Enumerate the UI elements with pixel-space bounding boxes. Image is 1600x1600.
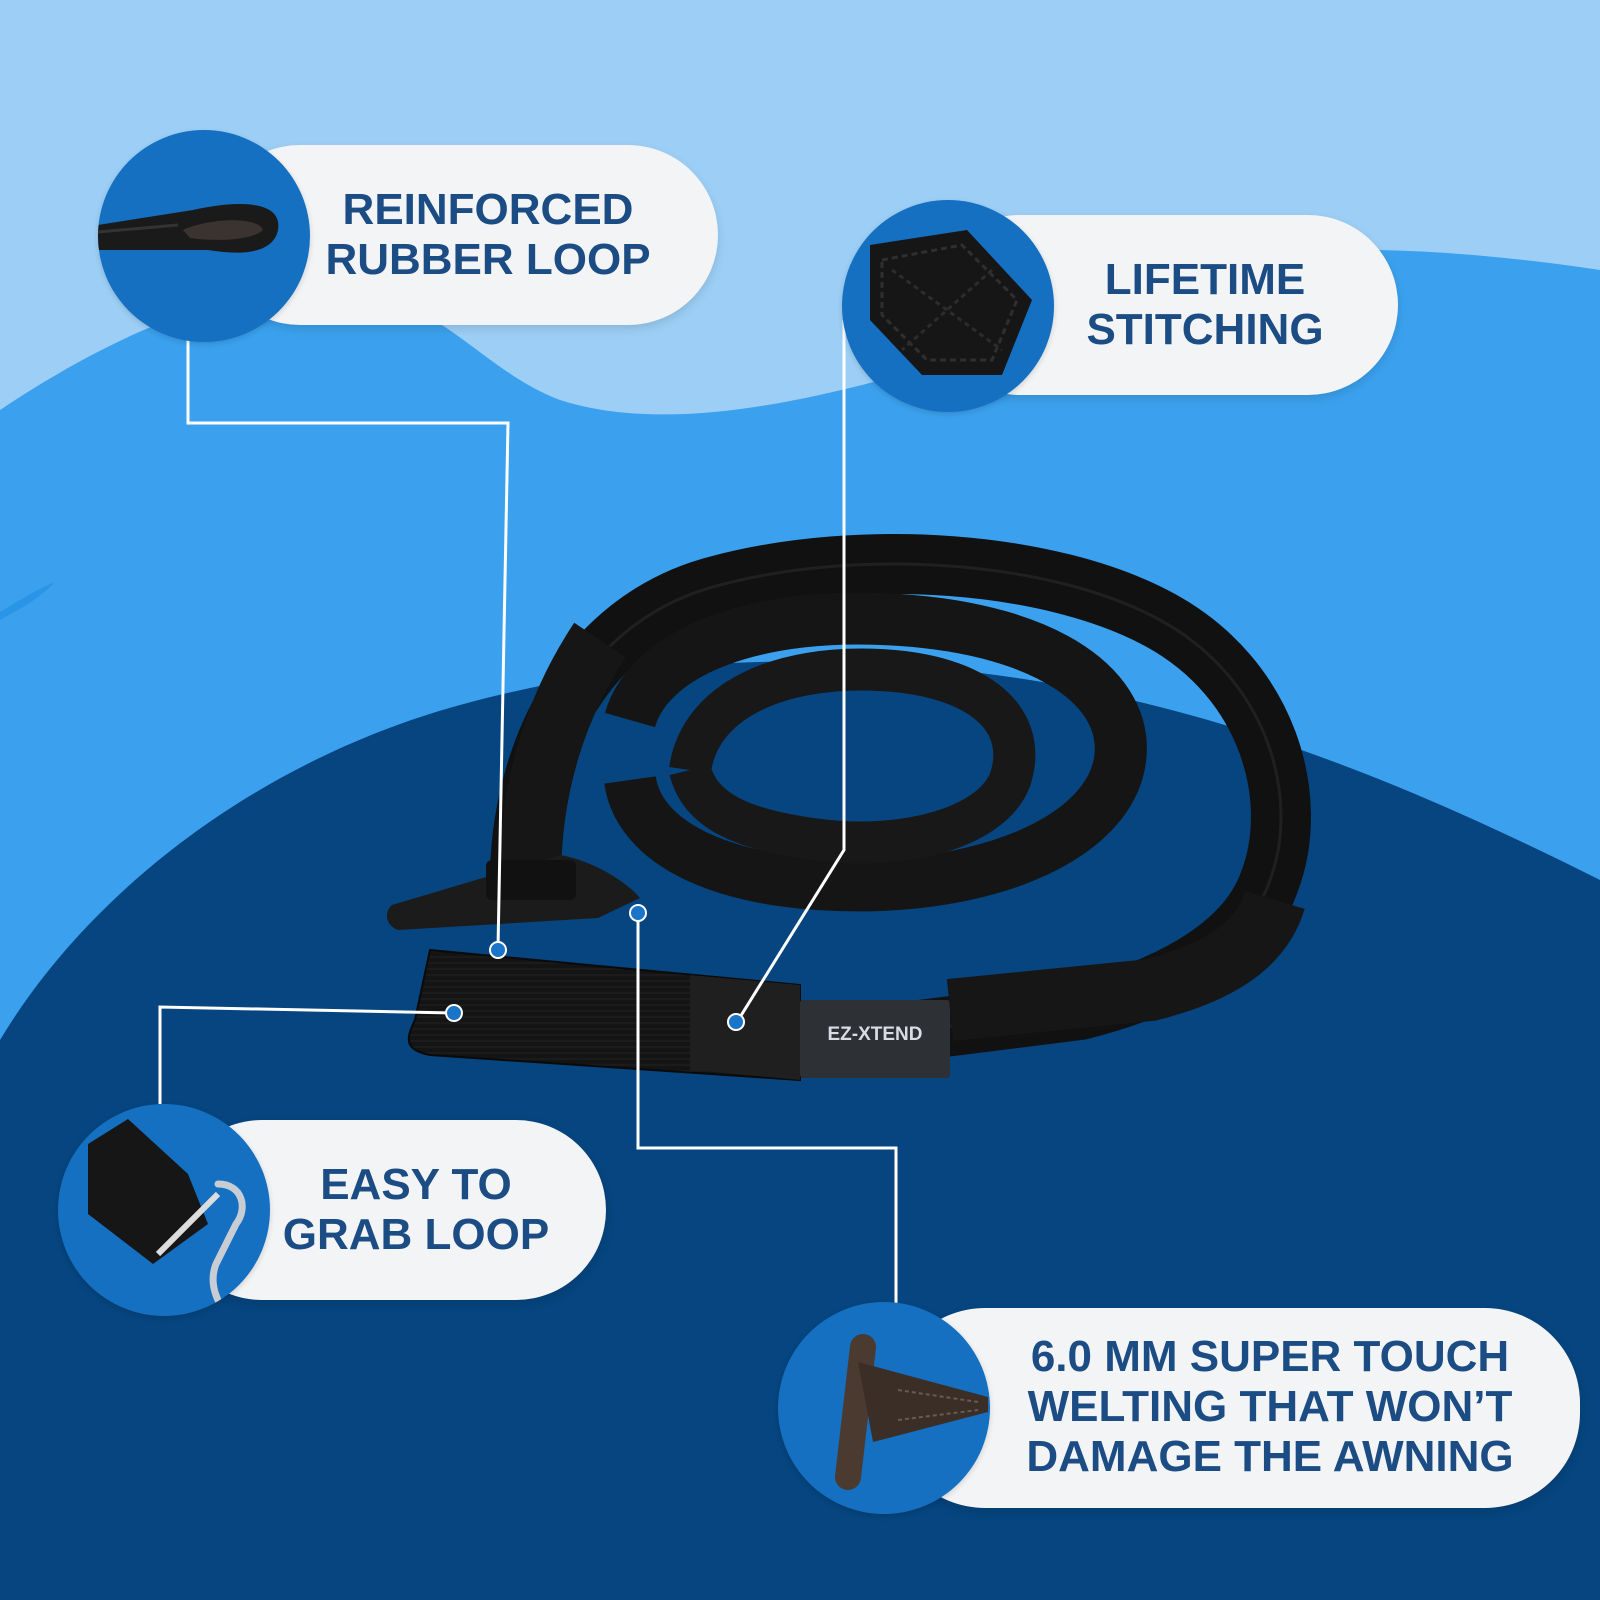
- stitching-closeup-icon: [842, 200, 1054, 412]
- marker-dot-stitching: [727, 1013, 745, 1031]
- welting-line2: WELTING THAT WON’T: [1027, 1381, 1513, 1431]
- stitching-line2: STITCHING: [1086, 305, 1324, 354]
- callout-rubber-loop-label: REINFORCED RUBBER LOOP: [318, 170, 658, 300]
- marker-dot-grab-loop: [445, 1004, 463, 1022]
- callout-grab-loop-label: EASY TO GRAB LOOP: [266, 1145, 566, 1275]
- stitching-line1: LIFETIME: [1104, 254, 1306, 304]
- marker-dot-rubber-loop: [489, 941, 507, 959]
- welting-line1: 6.0 MM SUPER TOUCH: [1030, 1331, 1510, 1381]
- welting-line3: DAMAGE THE AWNING: [1026, 1432, 1514, 1482]
- callout-stitching-label: LIFETIME STITCHING: [1040, 240, 1370, 370]
- grab-loop-hook-icon: [58, 1104, 270, 1316]
- leader-line-welting: [636, 912, 898, 1305]
- callout-welting-label: 6.0 MM SUPER TOUCH WELTING THAT WON’T DA…: [1000, 1332, 1540, 1482]
- rubber-loop-closeup-icon: [98, 130, 310, 342]
- leader-line-grab-loop: [158, 1005, 454, 1104]
- rubber-loop-line2: RUBBER LOOP: [325, 235, 651, 284]
- callout-welting: [890, 1308, 1580, 1508]
- grab-loop-line1: EASY TO: [320, 1159, 512, 1209]
- leader-line-rubber-loop: [186, 330, 510, 949]
- rubber-loop-line1: REINFORCED: [342, 184, 634, 234]
- small-wave-accent: [0, 582, 55, 620]
- leader-line-stitching: [735, 320, 846, 1023]
- welting-closeup-icon: [778, 1302, 990, 1514]
- grab-loop-line2: GRAB LOOP: [282, 1210, 550, 1259]
- marker-dot-welting: [629, 904, 647, 922]
- brand-label: EZ-XTEND: [828, 1024, 923, 1045]
